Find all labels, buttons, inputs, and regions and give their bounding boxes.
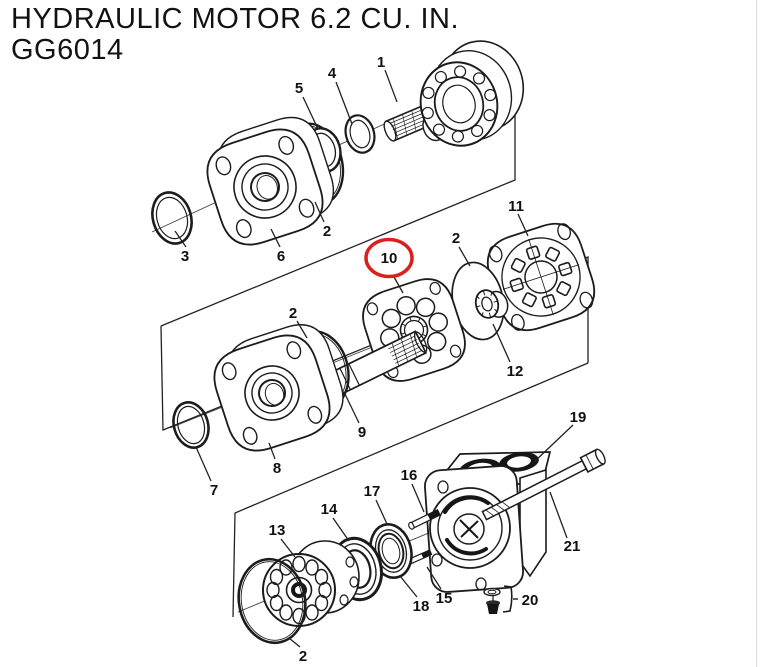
leader-lines (174, 69, 574, 648)
callout-3[interactable]: 3 (181, 248, 189, 265)
part-13-rotor-plate (262, 540, 360, 627)
callout-2-bottom[interactable]: 2 (299, 648, 307, 665)
callout-18[interactable]: 18 (413, 598, 430, 615)
callout-15[interactable]: 15 (436, 590, 453, 607)
callout-1[interactable]: 1 (377, 54, 385, 71)
callout-9[interactable]: 9 (358, 424, 366, 441)
callout-20[interactable]: 20 (522, 592, 539, 609)
callouts: 1 4 5 2 3 6 11 10 2 2 12 9 8 7 13 14 17 … (181, 54, 587, 665)
callout-10[interactable]: 10 (381, 250, 398, 267)
part-19-port-housing (424, 451, 552, 593)
callout-14[interactable]: 14 (321, 501, 338, 518)
page-title-line2: GG6014 (11, 34, 124, 67)
callout-10-highlighted[interactable]: 10 (364, 237, 414, 279)
callout-5[interactable]: 5 (295, 80, 303, 97)
page-right-edge (756, 0, 757, 667)
part-11-end-cover (479, 215, 603, 339)
part-1-shaft-bearing (383, 40, 525, 147)
page-title: HYDRAULIC MOTOR 6.2 CU. IN. GG6014 (11, 3, 460, 67)
part-2-oring-bottom (237, 557, 307, 645)
callout-2-top[interactable]: 2 (323, 223, 331, 240)
callout-11[interactable]: 11 (508, 198, 524, 215)
page-title-line1: HYDRAULIC MOTOR 6.2 CU. IN. (11, 3, 460, 35)
callout-6[interactable]: 6 (277, 248, 285, 265)
callout-21[interactable]: 21 (564, 538, 581, 555)
callout-4[interactable]: 4 (328, 65, 337, 82)
part-6-flange (198, 108, 343, 254)
top-assembly (151, 40, 525, 254)
part-20-plug-kit (483, 585, 518, 614)
callout-2-disc[interactable]: 2 (452, 230, 460, 247)
part-8-housing-flange (205, 316, 352, 460)
part-4-ring (344, 114, 376, 154)
panel-bottom (232, 362, 589, 618)
part-16-screw (408, 509, 441, 530)
bottom-assembly (237, 448, 606, 645)
part-12-coupling (474, 289, 509, 319)
highlight-circle (364, 237, 414, 279)
callout-8[interactable]: 8 (273, 460, 281, 477)
callout-2-mid[interactable]: 2 (289, 305, 297, 322)
part-7-oring (172, 401, 210, 449)
middle-assembly (172, 215, 603, 460)
callout-19[interactable]: 19 (570, 409, 587, 426)
callout-13[interactable]: 13 (269, 522, 286, 539)
callout-16[interactable]: 16 (401, 467, 418, 484)
part-21-bolt (481, 448, 606, 521)
callout-7[interactable]: 7 (210, 482, 218, 499)
callout-17[interactable]: 17 (364, 483, 381, 500)
bracket-20 (502, 585, 513, 613)
part-3-oring (151, 191, 193, 245)
callout-12[interactable]: 12 (507, 363, 524, 380)
